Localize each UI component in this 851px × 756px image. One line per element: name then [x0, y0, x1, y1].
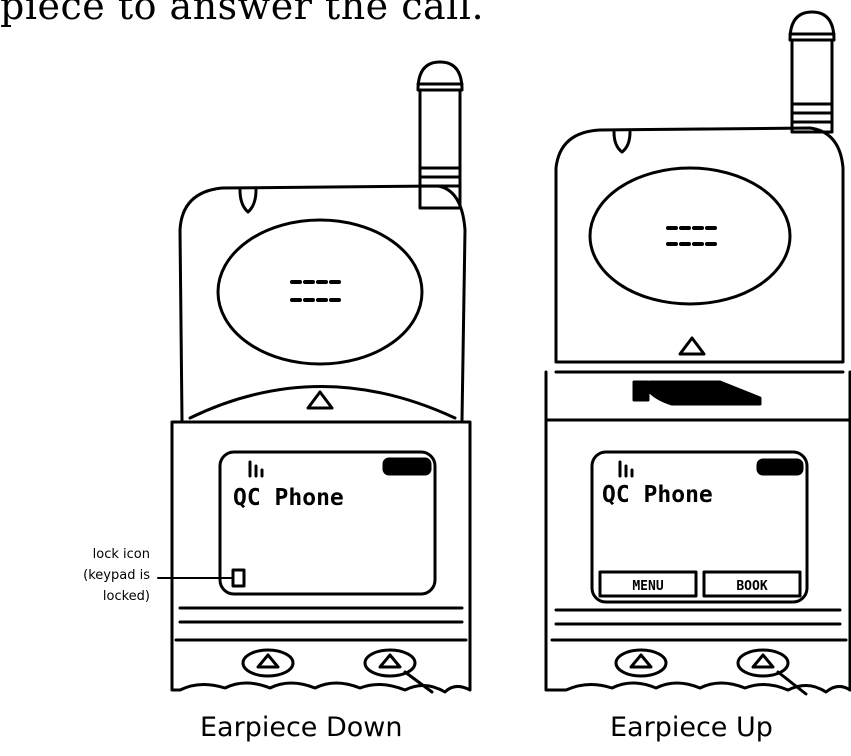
display [590, 450, 809, 604]
softkey-book-label: BOOK [736, 579, 767, 594]
flip-earpiece [178, 184, 467, 422]
softkey-book [702, 570, 802, 598]
callout-line: (keypad is [83, 568, 150, 583]
right-key-icon [363, 648, 417, 678]
callout-line: lock icon [92, 547, 150, 562]
ear-speaker [588, 166, 792, 306]
softkey-menu-label: MENU [632, 579, 663, 594]
callout-line: locked) [102, 589, 150, 604]
triangle-icon [306, 390, 334, 410]
right-key-icon [736, 648, 790, 678]
phone-body [544, 418, 851, 694]
caption-earpiece-up: Earpiece Up [610, 712, 773, 743]
screen-text: QC Phone [233, 485, 344, 511]
phone-body [170, 420, 472, 694]
caption-earpiece-down: Earpiece Down [200, 712, 403, 743]
ear-speaker [216, 218, 424, 366]
left-key-icon [614, 648, 668, 678]
lock-icon [231, 568, 246, 588]
phone-earpiece-down [157, 60, 472, 694]
display [218, 450, 437, 596]
hinge-latch [648, 380, 762, 406]
left-key-icon [241, 648, 295, 678]
antenna-icon [788, 10, 836, 134]
flip-earpiece [554, 126, 845, 364]
triangle-icon [678, 336, 706, 356]
phone-earpiece-up [178, 0, 851, 696]
lock-icon-callout: lock icon (keypad is locked) [0, 544, 150, 607]
intro-text: piece to answer the call. [0, 0, 485, 28]
softkey-menu [598, 570, 698, 598]
screen-text: QC Phone [602, 482, 713, 508]
